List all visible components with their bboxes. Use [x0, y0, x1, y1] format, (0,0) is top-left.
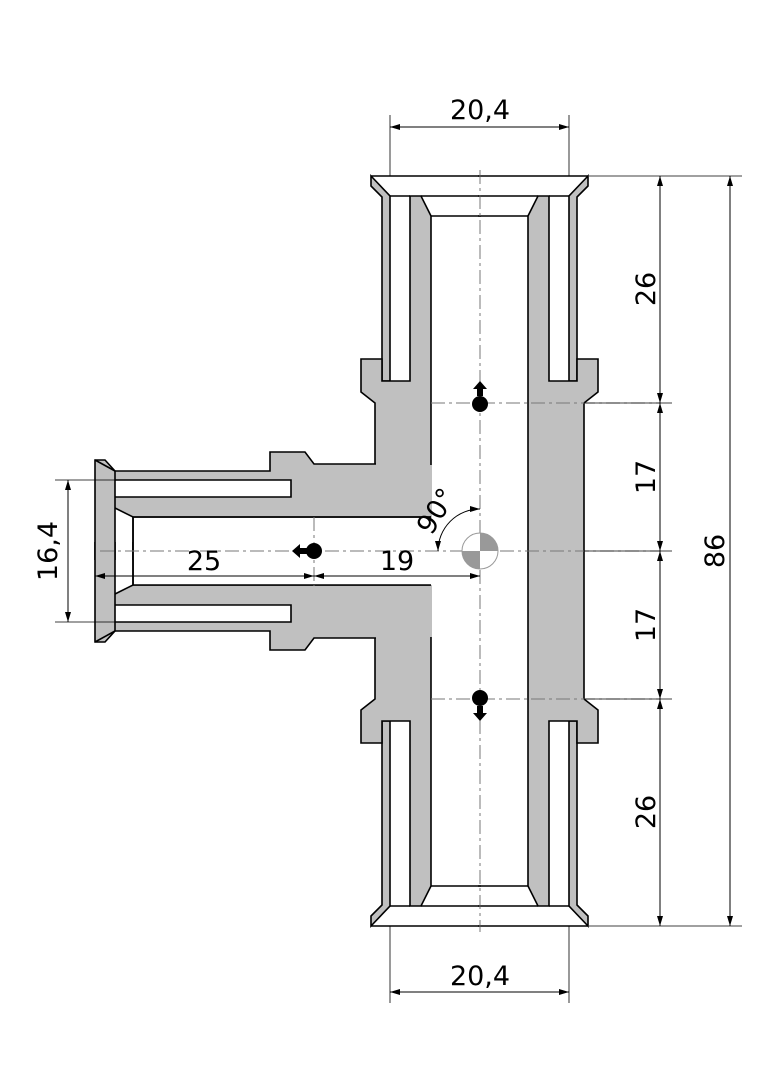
- dim-branch-outer: 25: [187, 546, 221, 577]
- dim-branch-diameter: 16,4: [33, 521, 64, 581]
- dim-upper-center: 17: [631, 460, 662, 494]
- dim-branch-inner: 19: [380, 546, 414, 577]
- dim-lower-socket: 26: [631, 795, 662, 829]
- insertion-marker-bottom: [472, 690, 488, 721]
- dim-overall-length: 86: [700, 534, 731, 568]
- insertion-marker-top: [472, 381, 488, 412]
- insertion-marker-branch: [292, 543, 322, 559]
- dimension-lines: [65, 124, 733, 995]
- center-of-gravity-icon: [461, 532, 499, 570]
- dim-upper-socket: 26: [631, 272, 662, 306]
- dim-bottom-width: 20,4: [450, 961, 510, 992]
- dim-lower-center: 17: [631, 608, 662, 642]
- dim-top-width: 20,4: [450, 95, 510, 126]
